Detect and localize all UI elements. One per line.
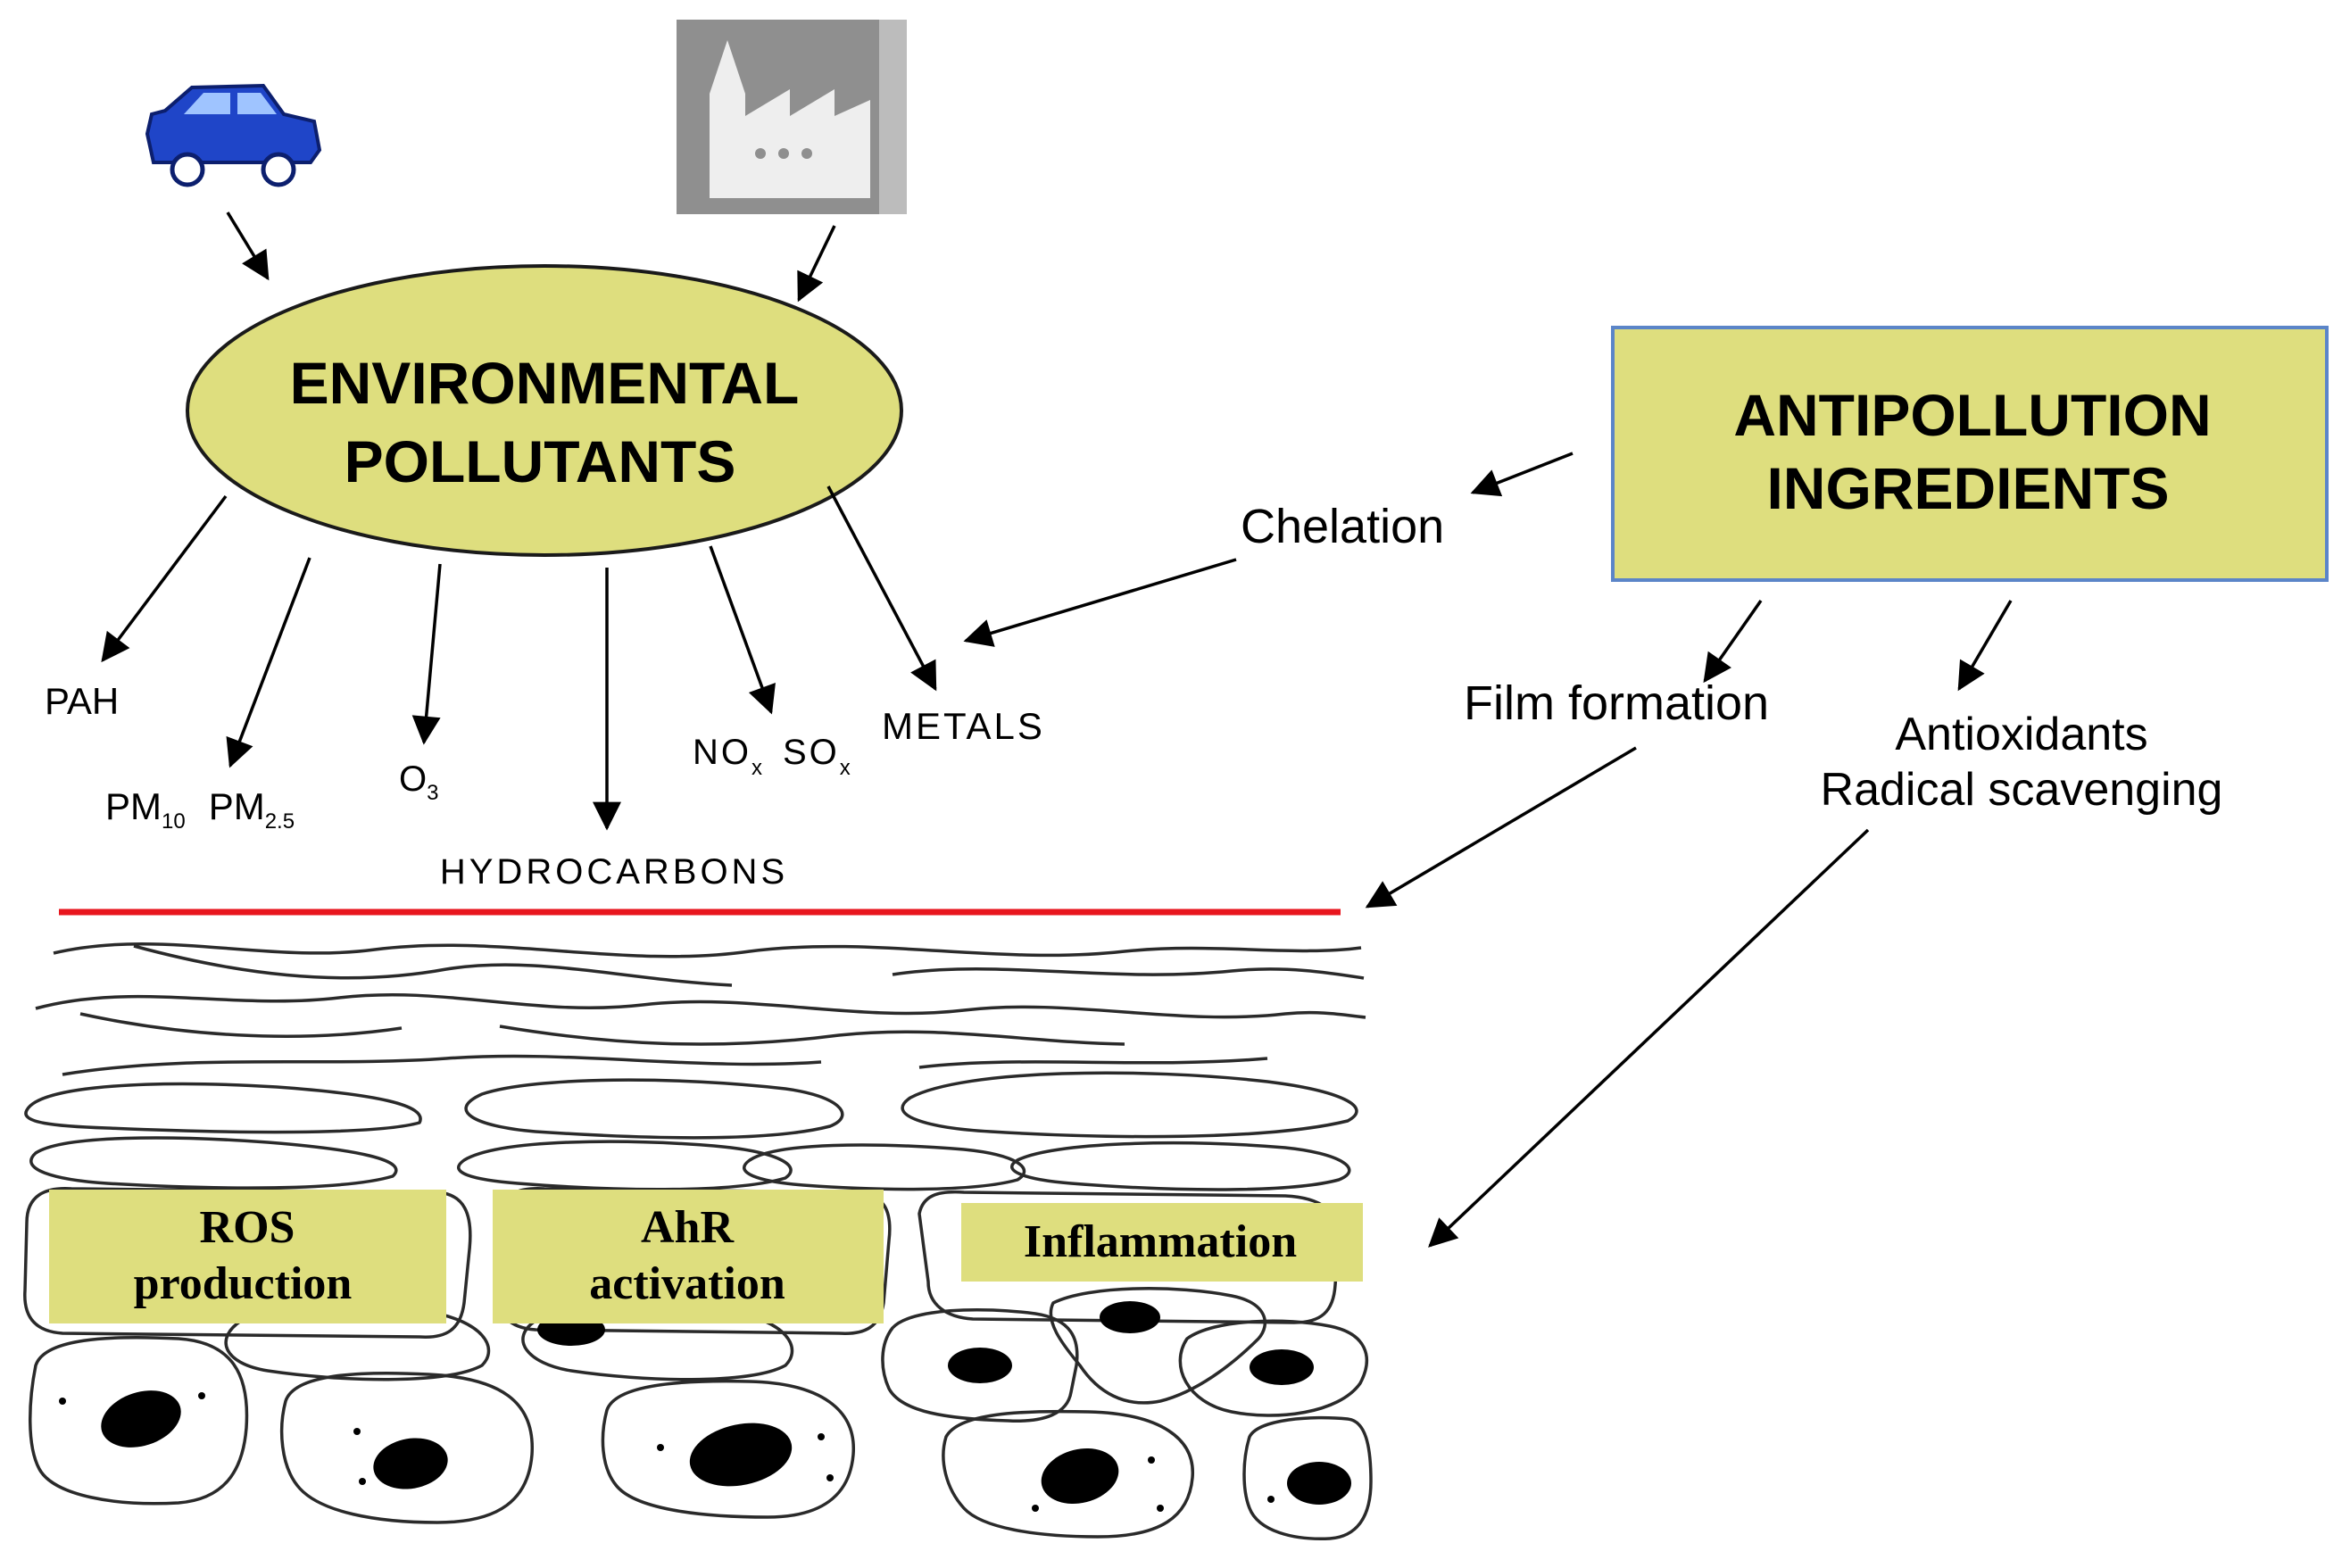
label-radical-scavenging: Radical scavenging [1821, 764, 2223, 816]
arrow-to-pm [226, 557, 311, 768]
label-metals: METALS [882, 705, 1045, 747]
inflammation-label: Inflammation [1024, 1216, 1297, 1267]
arrow-chelation-to-metals [963, 558, 1237, 647]
skin-illustration [23, 942, 1373, 1540]
o3-subscript: 3 [427, 781, 438, 805]
label-pah: PAH [45, 680, 119, 722]
sox-subscript: x [840, 756, 853, 780]
pollutants-title-line1: ENVIRONMENTAL [290, 350, 800, 416]
sox-base: SO [783, 733, 840, 772]
label-antioxidants: Antioxidants [1895, 709, 2147, 760]
arrow-to-metals [826, 485, 937, 692]
label-o3: O3 [399, 759, 438, 805]
label-hydrocarbons: HYDROCARBONS [440, 852, 788, 892]
arrow-ingredients-to-antioxidants [1957, 600, 2013, 692]
ingredients-title-line1: ANTIPOLLUTION [1733, 382, 2211, 448]
car-icon [145, 83, 322, 187]
ros-line2: production [134, 1258, 353, 1309]
pm25-base: PM [209, 785, 265, 827]
effect-box-ahr: AhR activation [493, 1190, 884, 1323]
arrow-ingredients-to-film [1703, 599, 1763, 684]
nox-base: NO [693, 733, 752, 772]
factory-icon [677, 20, 907, 214]
antipollution-ingredients-node: ANTIPOLLUTION INGREDIENTS [1611, 326, 2329, 582]
arrow-to-o3 [411, 563, 442, 745]
o3-base: O [399, 759, 427, 799]
arrow-factory-to-pollutants [797, 225, 836, 303]
arrow-ingredients-to-chelation [1470, 452, 1574, 497]
ahr-line2: activation [589, 1258, 785, 1309]
arrow-antioxidants-to-skin [1428, 828, 1870, 1248]
effect-box-ros: ROS production [49, 1190, 446, 1323]
nox-subscript: x [752, 756, 765, 780]
arrow-to-pah [101, 494, 228, 663]
effect-box-inflammation: Inflammation [961, 1203, 1363, 1282]
pm10-base: PM [105, 785, 162, 827]
pollutants-title-line2: POLLUTANTS [345, 428, 736, 494]
ros-line1: ROS [200, 1202, 295, 1253]
label-film-formation: Film formation [1464, 676, 1769, 730]
pm25-subscript: 2.5 [265, 809, 295, 834]
arrow-to-noxsox [709, 545, 776, 715]
ahr-line1: AhR [641, 1202, 735, 1253]
ingredients-title-line2: INGREDIENTS [1766, 455, 2169, 521]
pm10-subscript: 10 [162, 809, 186, 834]
arrow-car-to-pollutants [226, 212, 270, 281]
environmental-pollutants-node: ENVIRONMENTAL POLLUTANTS [186, 264, 903, 557]
label-chelation: Chelation [1241, 500, 1444, 553]
arrow-film-to-barrier [1365, 746, 1637, 908]
